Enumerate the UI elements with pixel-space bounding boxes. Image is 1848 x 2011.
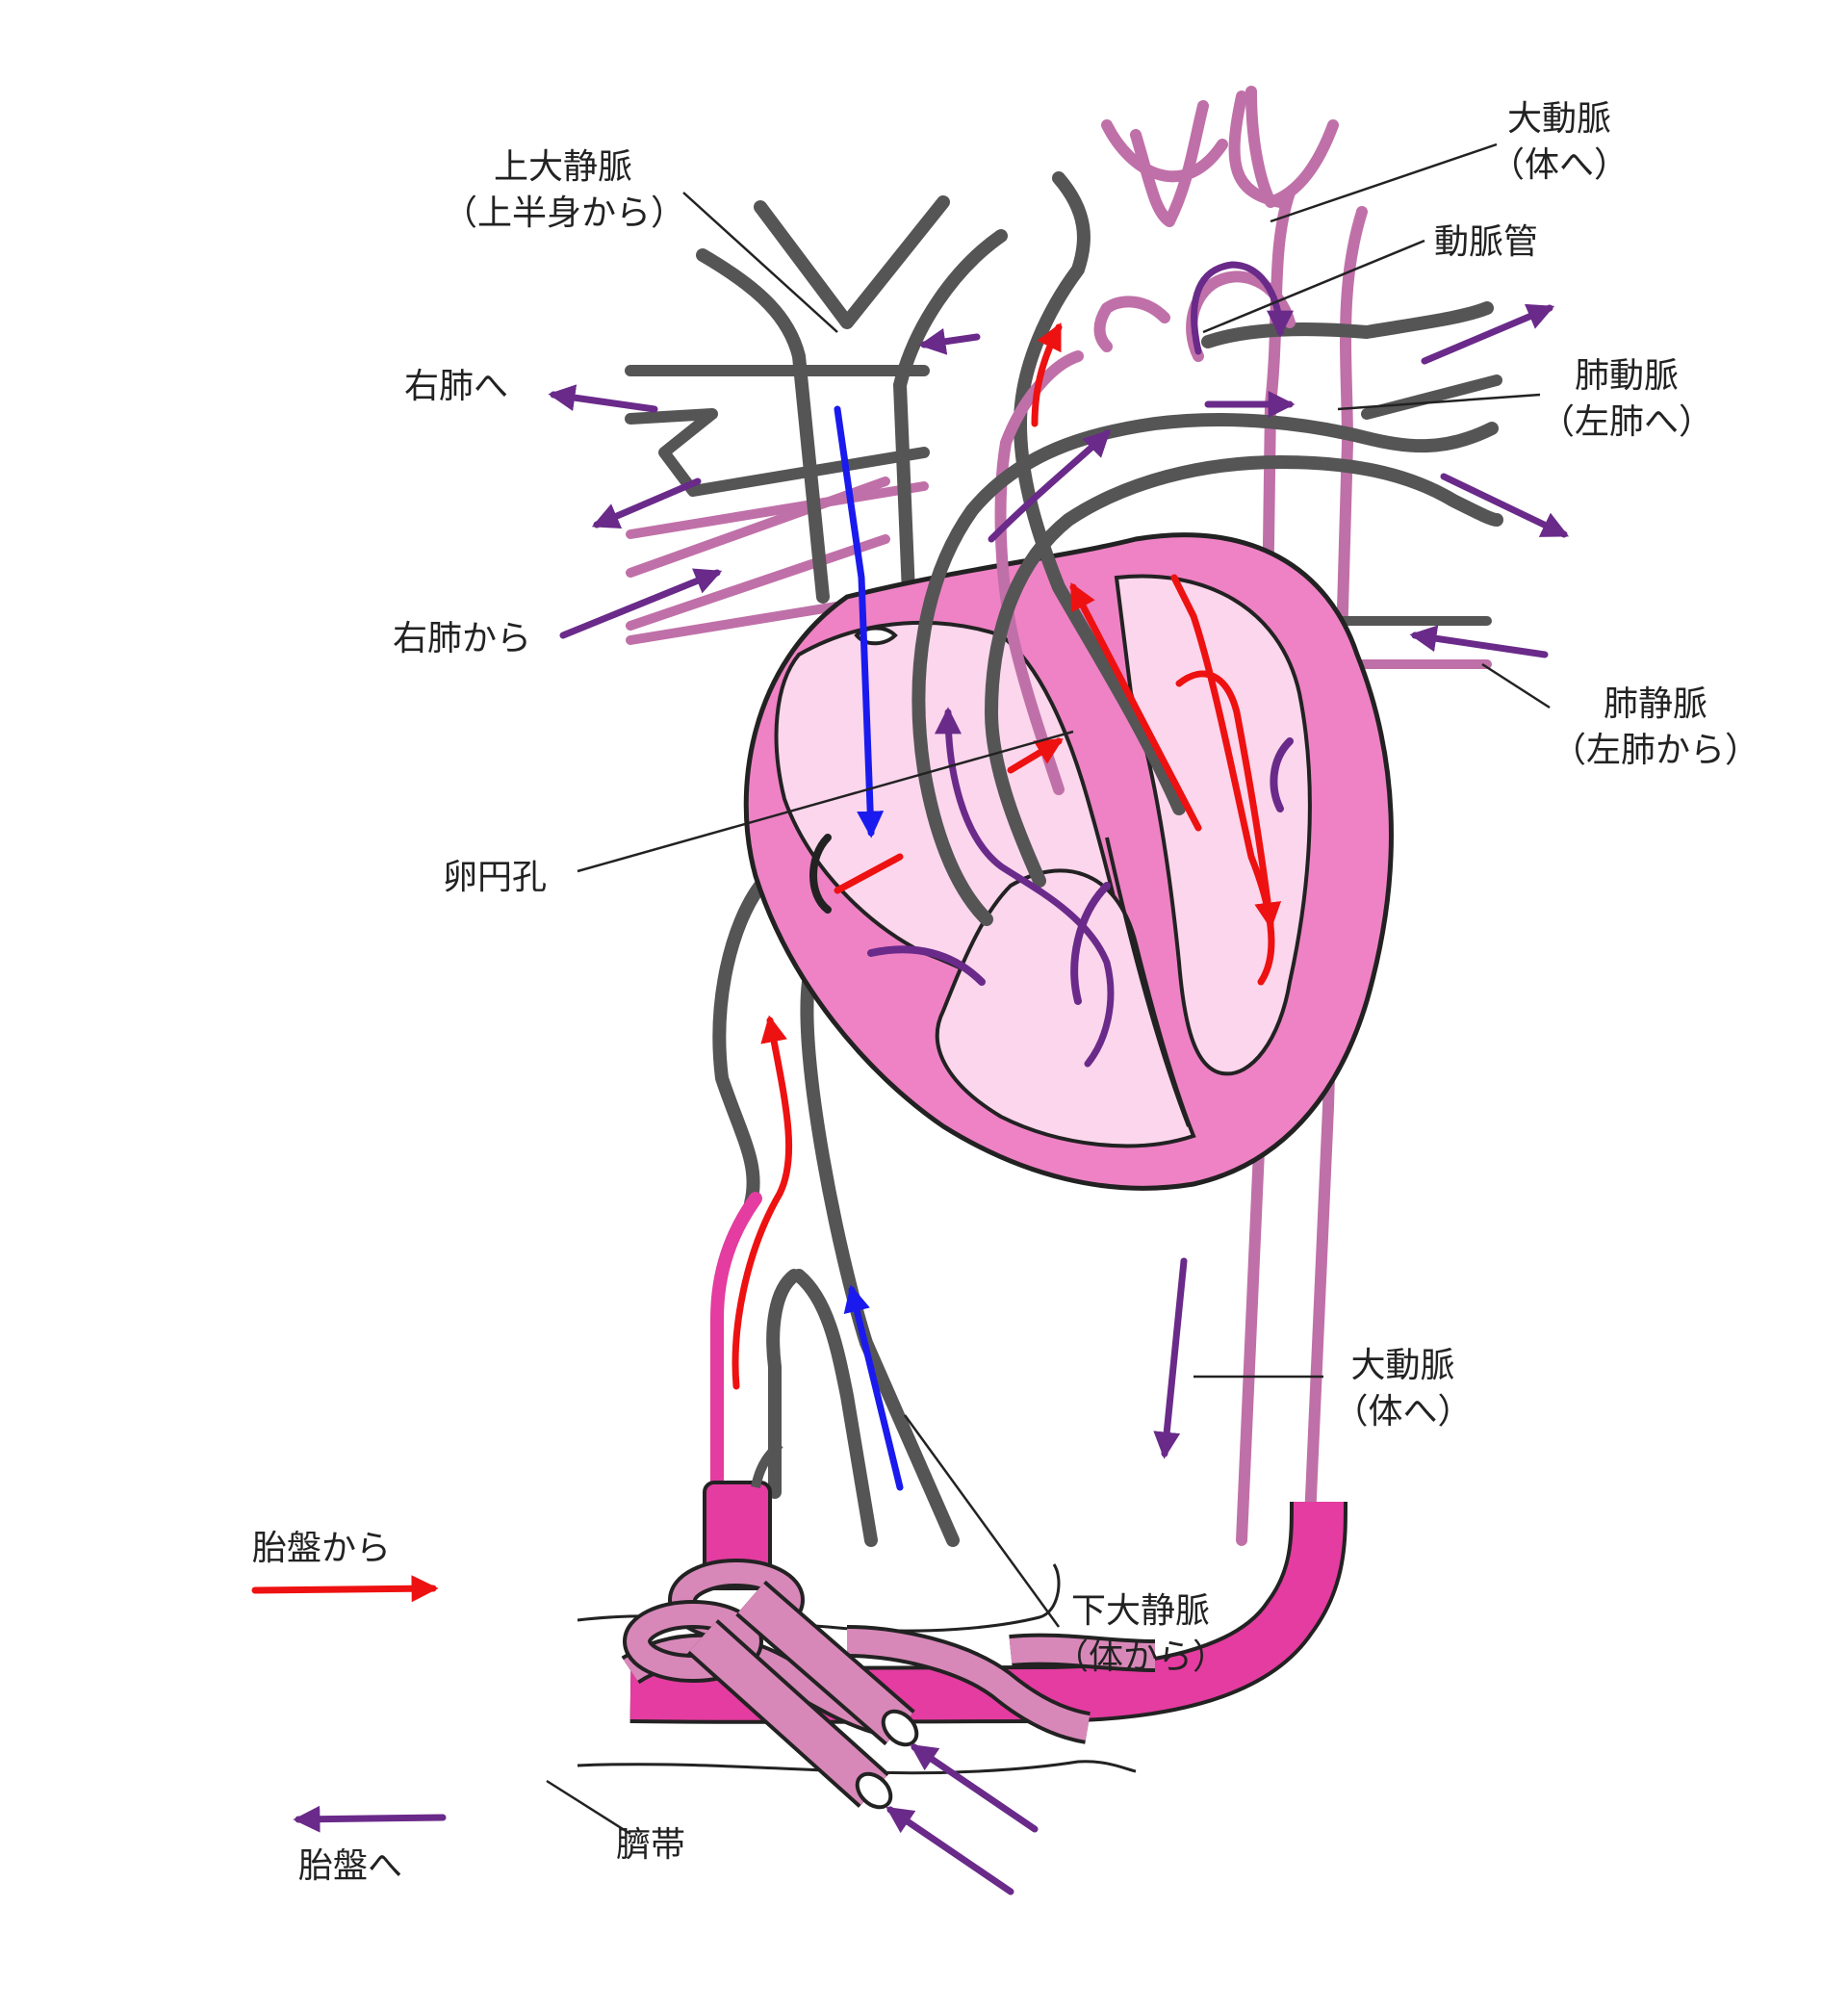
label-inferior-vena-cava: 下大静脈（体から） [1053, 1591, 1227, 1677]
arrow-rv-purple [935, 707, 1115, 1068]
label-from-placenta: 胎盤から [252, 1529, 392, 1568]
heart [743, 532, 1394, 1191]
label-superior-vena-cava: 上大静脈（上半身から） [443, 147, 686, 233]
arrow-ivc-blue [843, 1284, 904, 1491]
arrow-to-right-lung [548, 384, 658, 413]
label-umbilical-cord: 臍帯 [616, 1825, 686, 1865]
arrow-aorta-red [1031, 322, 1063, 427]
superior-vena-cava [696, 195, 1008, 623]
arrow-into-artery-2 [886, 1806, 1014, 1895]
artery-end [855, 1771, 893, 1810]
arrow-pt-purple [988, 429, 1111, 543]
arrow-svc-blue [834, 405, 885, 838]
label-pulmonary-artery: 肺動脈（左肺へ） [1540, 356, 1714, 442]
label-to-placenta: 胎盤へ [298, 1846, 403, 1886]
leader-lines [546, 142, 1551, 1836]
cord-outline-bottom [577, 1760, 1137, 1775]
flow-arrows [548, 261, 1570, 1491]
arrow-lv-red-3 [1069, 582, 1202, 832]
arrow-ivc-red [732, 1015, 793, 1390]
ascending-aorta [994, 86, 1339, 815]
valve-flap [1070, 882, 1111, 1005]
label-pulmonary-vein: 肺静脈（左肺から） [1551, 684, 1759, 770]
arrow-into-artery-1 [910, 1743, 1039, 1833]
label-to-right-lung: 右肺へ [404, 367, 509, 406]
arrow-from-left-lung [1409, 625, 1549, 658]
label-foramen-ovale: 卵円孔 [443, 858, 548, 897]
label-aorta-top: 大動脈（体へ） [1489, 99, 1629, 185]
arrow-from-right-lung [559, 568, 723, 639]
arrow-rpa-purple [591, 477, 702, 529]
label-aorta-lower: 大動脈（体へ） [1333, 1346, 1473, 1431]
label-ductus-arteriosus: 動脈管 [1434, 222, 1539, 262]
arrow-lv-red-2 [1175, 670, 1282, 930]
arrow-to-placenta [293, 1805, 447, 1833]
umbilical-cord [577, 1440, 1348, 1810]
valve-flap [867, 945, 986, 986]
valve-flap [1270, 737, 1294, 812]
arrow-rpa-top [918, 327, 981, 355]
arrow-foramen-red [1007, 737, 1064, 774]
umbilical-vein-pink-segment [710, 1192, 762, 1499]
septum [1105, 837, 1191, 1127]
arrow-from-placenta [251, 1575, 439, 1603]
artery-end [881, 1709, 919, 1747]
arrow-pa-left-down [1440, 473, 1570, 538]
left-ventricle-chamber [1114, 574, 1312, 1076]
arrow-aorta-down [1153, 1257, 1188, 1459]
cord-arrows [251, 1575, 1039, 1895]
valve-flap [809, 834, 832, 914]
right-pulmonary-artery [625, 365, 930, 539]
arrow-foramen-red-bar [834, 853, 904, 894]
arrow-pa-left-up [1421, 303, 1555, 365]
label-from-right-lung: 右肺から [393, 619, 532, 658]
pulmonary-trunk [911, 301, 1503, 926]
arrow-lv-red [1170, 574, 1275, 986]
